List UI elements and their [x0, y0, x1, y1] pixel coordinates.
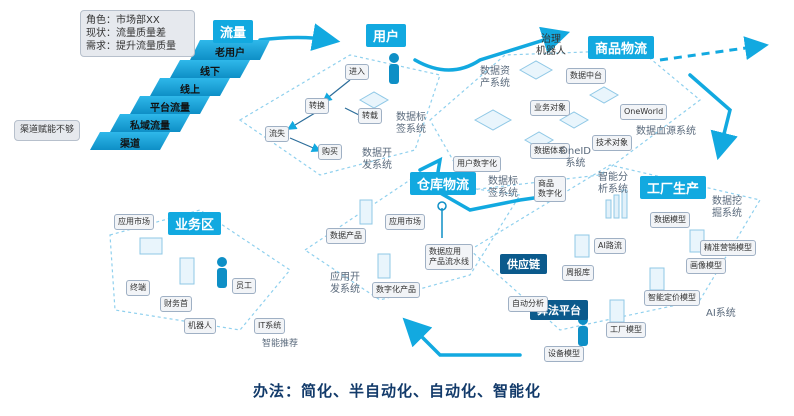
label-data-system: 数据体系 [530, 143, 570, 159]
zone-title-traffic: 流量 [213, 20, 254, 43]
label-robot: 机器人 [184, 318, 216, 334]
user-flow-purchase: 购买 [318, 144, 342, 160]
label-data-mining-system: 数据挖 掘系统 [712, 196, 742, 219]
label-smart-analysis-system: 智能分 析系统 [598, 172, 628, 195]
label-weekly-report: 周报库 [562, 265, 594, 281]
monitor [139, 237, 163, 255]
persona-need: 需求：提升流量质量 [86, 41, 176, 52]
chimney [621, 189, 628, 219]
label-app-dev-system: 应用开 发系统 [330, 272, 360, 295]
arrow-factory-to-business [402, 317, 522, 357]
zone-title-factory: 工厂生产 [640, 176, 707, 199]
label-governance-robot: 治理 机器人 [536, 34, 566, 57]
label-tech-object: 技术对象 [592, 135, 632, 151]
antenna-icon [437, 201, 447, 238]
chimney [605, 199, 612, 219]
server-rack [574, 234, 590, 258]
zone-title-business: 业务区 [168, 212, 222, 235]
arrow-goods-to-factory [688, 73, 738, 161]
label-oneworld: OneWorld [620, 104, 668, 120]
user-zone-outline [238, 54, 441, 176]
label-ai-system: AI系统 [706, 308, 736, 319]
arrow-user-to-warehouse [418, 156, 557, 212]
zone-title-user: 用户 [366, 24, 407, 47]
label-factory-model: 工厂模型 [606, 322, 646, 338]
server-rack [377, 253, 391, 279]
label-smart-recommend: 智能推荐 [262, 339, 299, 349]
user-flow-churn: 流失 [265, 126, 289, 142]
label-data-model: 数据模型 [650, 212, 690, 228]
label-finance: 财务首 [160, 296, 192, 312]
label-app-market-business: 应用市场 [114, 214, 154, 230]
traffic-staircase [90, 40, 270, 150]
chimney [613, 194, 620, 219]
traffic-step-private: 私域流量 [130, 121, 170, 132]
arrow-user-to-goods [413, 26, 571, 72]
label-terminal: 终端 [126, 280, 150, 296]
persona-note: 角色：市场部XX 现状：流量质量差 需求：提升流量质量 [80, 10, 195, 57]
cube [473, 109, 513, 131]
warehouse-zone-outline [303, 179, 522, 301]
label-data-app-line: 数据应用 产品流水线 [425, 244, 473, 270]
traffic-step-online: 线上 [180, 85, 200, 96]
label-digital-product: 数字化产品 [372, 282, 420, 298]
label-app-market-warehouse: 应用市场 [385, 214, 425, 230]
server-rack [359, 199, 373, 225]
arrow-traffic-to-user [258, 23, 341, 51]
label-image-model: 画像模型 [686, 258, 726, 274]
channel-note: 渠道赋能不够 [14, 120, 81, 141]
label-data-asset-system: 数据资 产系统 [480, 66, 510, 89]
persona-status: 现状：流量质量差 [86, 28, 166, 39]
traffic-step-channel: 渠道 [120, 139, 140, 150]
server-rack [609, 299, 625, 323]
label-ai-flow: AI路流 [594, 238, 626, 254]
label-it-system: IT系统 [254, 318, 286, 334]
label-equipment-model: 设备模型 [544, 346, 584, 362]
label-user-digitalization: 用户数字化 [453, 156, 501, 172]
cube [518, 60, 554, 80]
zone-title-goods: 商品物流 [588, 36, 655, 59]
person-icons [217, 53, 588, 346]
label-oneid-system: OneID 系统 [560, 146, 592, 169]
label-data-middle-platform: 数据中台 [566, 68, 606, 84]
business-zone-outline [109, 209, 291, 331]
traffic-step-old-users: 老用户 [215, 48, 245, 59]
label-business-object: 业务对象 [530, 100, 570, 116]
user-flow-enter: 进入 [345, 64, 369, 80]
label-data-tag-system: 数据标 签系统 [396, 112, 426, 135]
label-data-source-system: 数据血源系统 [636, 126, 696, 137]
traffic-step-platform: 平台流量 [150, 103, 190, 114]
zone-title-warehouse: 仓库物流 [410, 172, 477, 195]
label-staff: 员工 [232, 278, 256, 294]
cube [358, 91, 390, 109]
label-goods-digitalization: 商品 数字化 [534, 176, 566, 202]
persona-role: 角色：市场部XX [86, 15, 160, 26]
goods-zone-outline [429, 49, 701, 191]
label-auto-analysis: 自动分析 [508, 296, 548, 312]
label-data-dev-system: 数据开 发系统 [362, 148, 392, 171]
server-rack [649, 267, 665, 291]
bottom-caption: 办法：简化、半自动化、自动化、智能化 [252, 382, 541, 400]
cube [588, 86, 620, 104]
user-flow-share: 转载 [358, 108, 382, 124]
label-data-product: 数据产品 [326, 228, 366, 244]
label-smart-pricing-model: 智能定价模型 [644, 290, 700, 306]
label-data-tag-system-2: 数据标 签系统 [488, 176, 518, 199]
user-flow-convert: 转换 [305, 98, 329, 114]
traffic-step-offline: 线下 [200, 67, 220, 78]
zone-title-supply-chain: 供应链 [500, 254, 547, 274]
dashed-outbound-arrow [659, 36, 769, 62]
server-rack [179, 257, 195, 285]
label-precise-marketing-model: 精准营销模型 [700, 240, 756, 256]
